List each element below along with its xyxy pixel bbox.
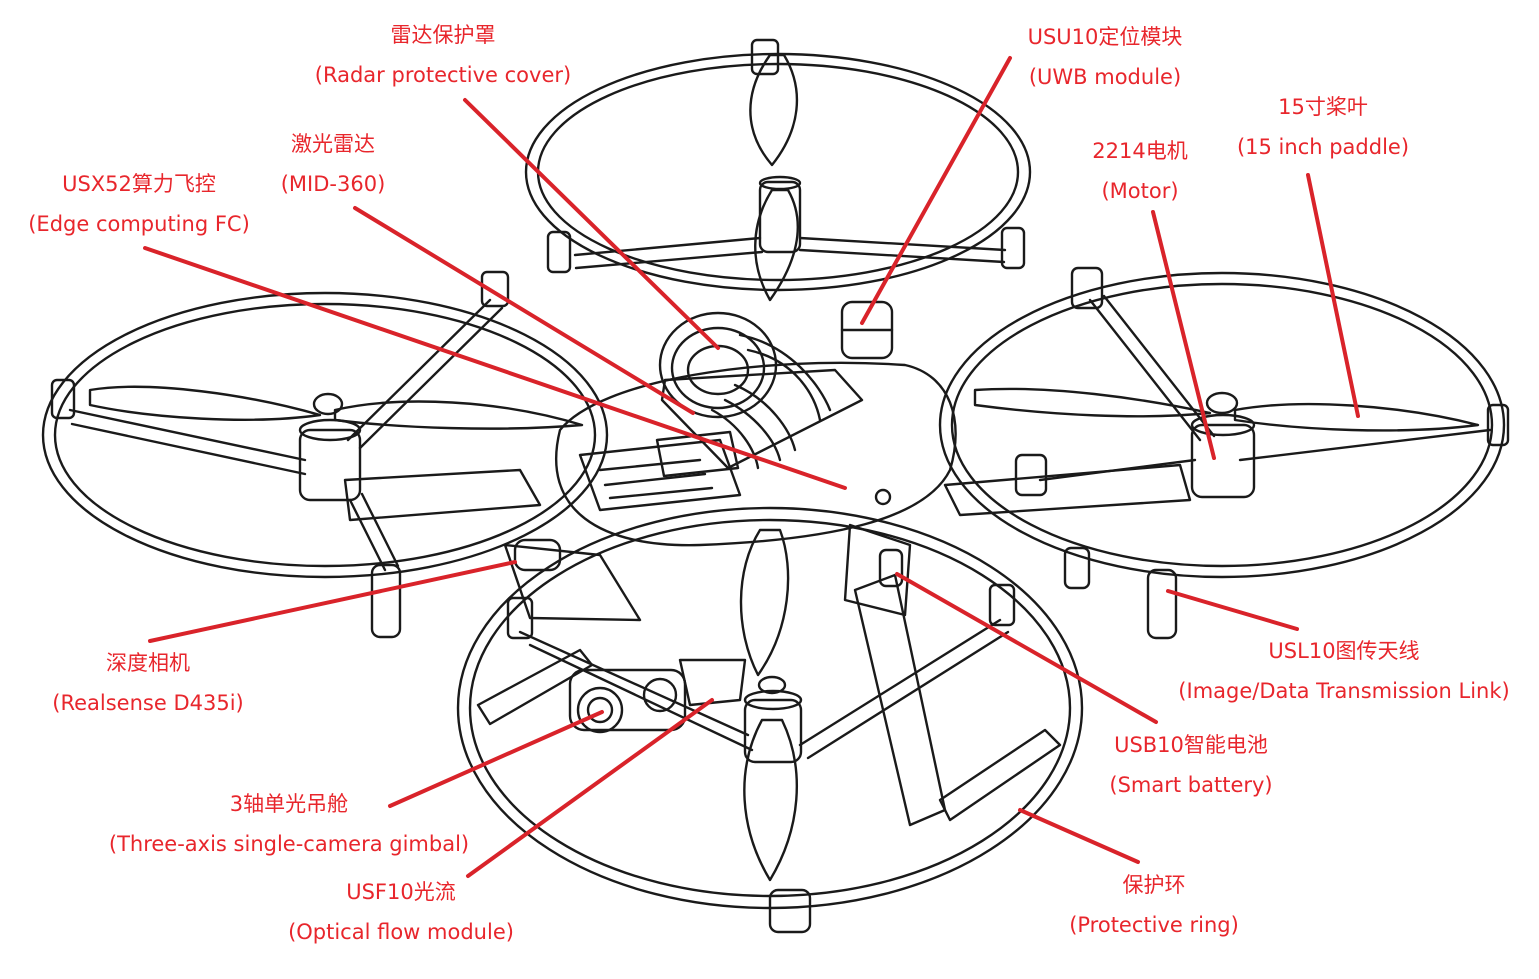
leader-gimbal [388,710,604,808]
callout-battery-en: (Smart battery) [1109,773,1273,797]
callout-protective-ring-en: (Protective ring) [1069,913,1239,937]
callout-depth-camera-en: (Realsense D435i) [52,691,244,715]
leader-protective-ring [1018,808,1140,864]
leader-motor [1151,210,1216,460]
callout-optical-flow: USF10光流 (Optical flow module) [288,872,514,952]
callout-radar-cover: 雷达保护罩 (Radar protective cover) [315,15,571,95]
callout-lidar-en: (MID-360) [280,172,386,196]
leader-radar-cover [463,98,720,350]
callout-flight-controller-en: (Edge computing FC) [28,212,250,236]
leader-battery [895,572,1158,724]
callout-depth-camera: 深度相机 (Realsense D435i) [52,643,243,723]
callout-motor-zh: 2214电机 [1092,139,1188,163]
front-rotor-assembly [456,506,1084,934]
callout-gimbal: 3轴单光吊舱 (Three-axis single-camera gimbal) [109,784,469,864]
leader-lidar [353,206,695,415]
leader-optical-flow [466,698,714,878]
callout-optical-flow-en: (Optical flow module) [288,920,514,944]
callout-image-link-en: (Image/Data Transmission Link) [1178,679,1510,703]
callout-gimbal-en: (Three-axis single-camera gimbal) [108,832,470,856]
leader-flight-controller [143,246,847,490]
callout-optical-flow-zh: USF10光流 [346,880,456,904]
callout-uwb-module: USU10定位模块 (UWB module) [1028,17,1183,97]
fuselage [503,300,957,734]
callout-motor-en: (Motor) [1101,179,1179,203]
callout-paddle: 15寸桨叶 (15 inch paddle) [1237,87,1409,167]
callout-depth-camera-zh: 深度相机 [105,651,190,675]
rear-rotor-assembly [524,38,1032,302]
right-rotor-assembly [938,266,1510,640]
callout-battery: USB10智能电池 (Smart battery) [1109,725,1272,805]
callout-protective-ring-zh: 保护环 [1122,873,1186,897]
callout-protective-ring: 保护环 (Protective ring) [1069,865,1239,945]
leader-paddle [1306,173,1360,418]
callout-motor: 2214电机 (Motor) [1092,131,1187,211]
leader-uwb-module [860,56,1012,325]
leader-lines [143,56,1360,878]
callout-radar-cover-en: (Radar protective cover) [314,63,572,87]
left-rotor-assembly [41,270,609,639]
callout-flight-controller-zh: USX52算力飞控 [62,172,216,196]
callout-lidar: 激光雷达 (MID-360) [281,124,386,204]
callout-image-link: USL10图传天线 (Image/Data Transmission Link) [1178,631,1509,711]
callout-uwb-module-zh: USU10定位模块 [1027,25,1183,49]
callout-image-link-zh: USL10图传天线 [1268,639,1420,663]
callout-uwb-module-en: (UWB module) [1028,65,1182,89]
callout-paddle-zh: 15寸桨叶 [1278,95,1368,119]
callout-battery-zh: USB10智能电池 [1114,733,1268,757]
callout-flight-controller: USX52算力飞控 (Edge computing FC) [28,164,250,244]
callout-lidar-zh: 激光雷达 [291,132,375,156]
leader-image-link [1166,589,1299,631]
callout-gimbal-zh: 3轴单光吊舱 [229,792,349,816]
callout-paddle-en: (15 inch paddle) [1236,135,1410,159]
leader-depth-camera [148,560,517,643]
callout-radar-cover-zh: 雷达保护罩 [390,23,496,47]
